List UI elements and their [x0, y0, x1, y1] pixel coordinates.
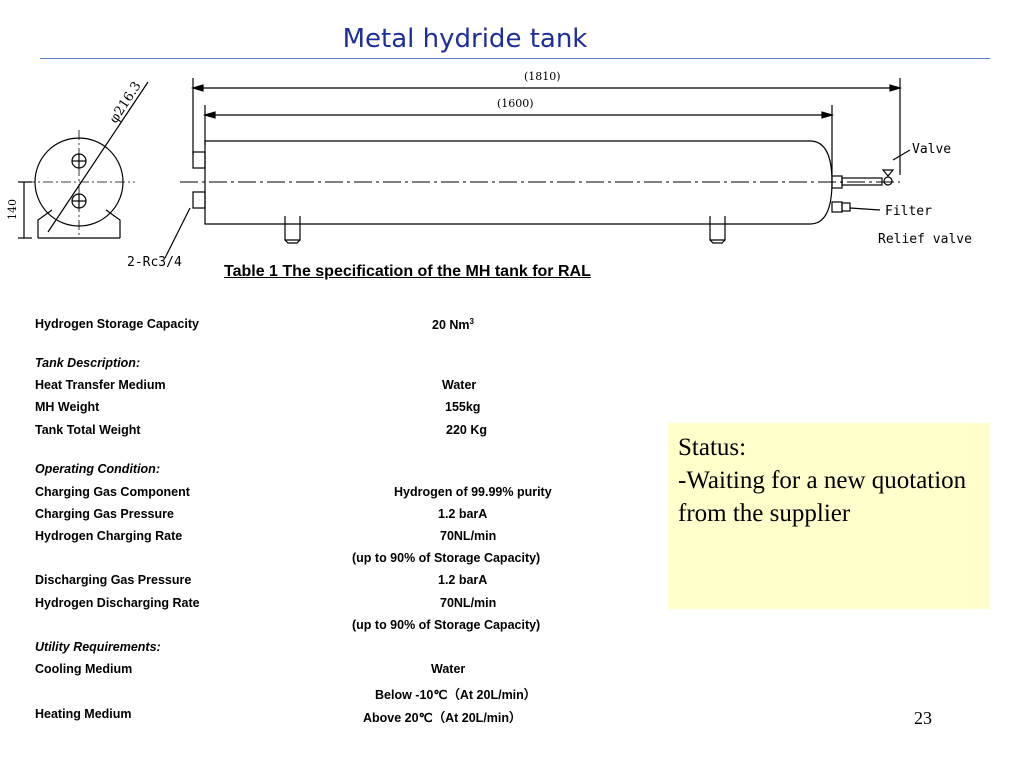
spec-value: 1.2 barA	[438, 573, 488, 587]
spec-value: 20 Nm3	[432, 317, 474, 333]
diameter-leader	[47, 81, 149, 233]
spec-value: 1.2 barA	[438, 507, 488, 521]
saddle-right	[709, 216, 726, 244]
filter-label: Filter	[885, 204, 932, 219]
nozzle-bottom	[192, 191, 206, 209]
spec-label: Charging Gas Pressure	[35, 507, 174, 521]
port-leader	[164, 207, 191, 259]
port-label: 2-Rc3/4	[127, 255, 182, 270]
end-view-saddle	[37, 209, 121, 238]
spec-label: Discharging Gas Pressure	[35, 573, 192, 587]
spec-value: Water	[442, 378, 477, 392]
spec-value: Hydrogen of 99.99% purity	[394, 485, 552, 499]
spec-label: Hydrogen Charging Rate	[35, 529, 183, 543]
spec-value-note: (up to 90% of Storage Capacity)	[352, 618, 541, 632]
spec-value: 155kg	[445, 400, 481, 414]
valve-pipe	[841, 177, 883, 186]
filter-leader	[849, 207, 881, 211]
spec-value-note: Below -10℃（At 20L/min）	[375, 688, 537, 702]
spec-label: Cooling Medium	[35, 662, 133, 676]
height-label: 140	[6, 199, 19, 220]
status-heading: Status:	[678, 434, 747, 461]
section-heading: Utility Requirements:	[35, 640, 161, 654]
spec-label: MH Weight	[35, 400, 100, 414]
spec-value: 70NL/min	[440, 596, 497, 610]
section-heading: Tank Description:	[35, 356, 141, 370]
spec-value: Above 20℃（At 20L/min）	[363, 711, 522, 725]
title-divider	[40, 58, 990, 59]
status-box: Status: -Waiting for a new quotation fro…	[668, 423, 990, 609]
spec-value-note: (up to 90% of Storage Capacity)	[352, 551, 541, 565]
relief-valve-label: Relief valve	[878, 232, 972, 247]
valve-leader	[892, 149, 911, 161]
valve-label: Valve	[912, 142, 951, 157]
spec-value: 70NL/min	[440, 529, 497, 543]
nozzle-top	[192, 151, 206, 169]
status-text: -Waiting for a new quotation from the su…	[678, 467, 967, 527]
section-heading: Operating Condition:	[35, 462, 160, 476]
tank-body	[204, 140, 833, 225]
filter-fitting	[831, 201, 843, 213]
spec-label: Hydrogen Discharging Rate	[35, 596, 200, 610]
slide-title: Metal hydride tank	[342, 24, 588, 54]
spec-value: Water	[431, 662, 466, 676]
spec-value: 220 Kg	[446, 423, 487, 437]
page-number: 23	[914, 708, 932, 728]
table-caption: Table 1 The specification of the MH tank…	[224, 263, 591, 280]
overall-length-label: (1810)	[524, 70, 561, 83]
saddle-left	[284, 216, 301, 244]
spec-label: Heating Medium	[35, 707, 132, 721]
tank-drawing: φ216.3 140 (1810) (1600) 2-Rc3/4 Valve F…	[6, 70, 972, 270]
spec-label: Heat Transfer Medium	[35, 378, 166, 392]
diameter-label: φ216.3	[107, 79, 145, 126]
spec-label: Tank Total Weight	[35, 423, 141, 437]
spec-label: Hydrogen Storage Capacity	[35, 317, 199, 331]
spec-label: Charging Gas Component	[35, 485, 190, 499]
body-length-label: (1600)	[497, 97, 534, 110]
